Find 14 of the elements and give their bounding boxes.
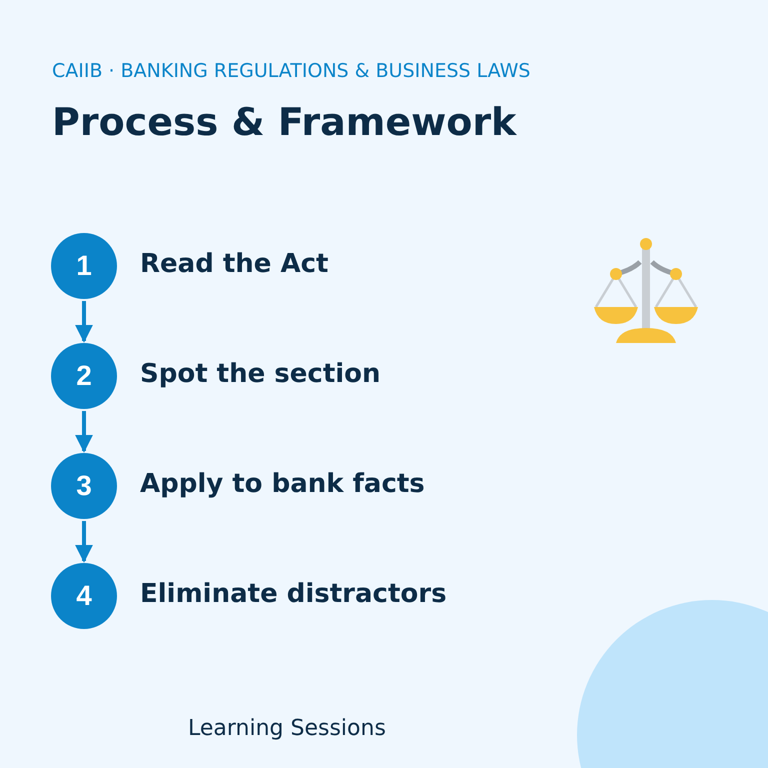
step-label: Spot the section [140,359,381,389]
step-circle: 3 [51,453,117,519]
step-label: Read the Act [140,249,328,279]
arrow [75,411,93,453]
step-label: Apply to bank facts [140,469,425,499]
step-circle: 2 [51,343,117,409]
title: Process & Framework [52,100,516,144]
footer-text: Learning Sessions [188,716,386,741]
arrow [75,301,93,343]
step-label: Eliminate distractors [140,579,447,609]
step-circle: 1 [51,233,117,299]
arrow [75,521,93,563]
subtitle: CAIIB · BANKING REGULATIONS & BUSINESS LAWS [52,60,530,82]
step-circle: 4 [51,563,117,629]
